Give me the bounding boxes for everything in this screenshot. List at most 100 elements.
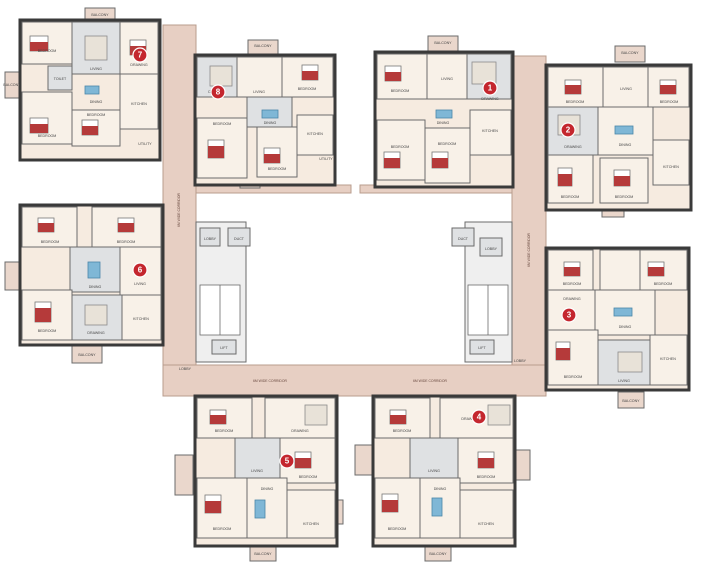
unit-1-number: 1	[488, 84, 493, 93]
unit-6-kitchen: KITCHEN	[133, 317, 149, 321]
unit-3-drawing: DRAWING	[563, 297, 580, 301]
unit-3-number: 3	[567, 311, 572, 320]
unit-8-number: 8	[216, 88, 221, 97]
unit-4-bedroom-3: BEDROOM	[388, 527, 407, 531]
core-left-lobby: LOBBY	[204, 237, 217, 241]
unit-2	[544, 45, 693, 218]
corridor-label-bottom-right: 6M WIDE CORRIDOR	[413, 379, 447, 383]
unit-2-balcony: BALCONY	[621, 51, 639, 55]
unit-1-balcony: BALCONY	[434, 41, 452, 45]
unit-1	[373, 35, 515, 189]
unit-5-drawing: DRAWING	[291, 429, 308, 433]
unit-7-number: 7	[138, 51, 143, 60]
unit-2-number: 2	[566, 126, 571, 135]
unit-4-number: 4	[477, 413, 482, 422]
unit-5-living: LIVING	[251, 469, 263, 473]
unit-8-living: LIVING	[253, 90, 265, 94]
unit-4-drawing: DRAWING	[461, 417, 478, 421]
unit-7-balcony-1: BALCONY	[91, 13, 109, 17]
unit-5-bedroom-2: BEDROOM	[299, 475, 318, 479]
core-right-lift: LIFT	[478, 346, 486, 350]
unit-4-bedroom-2: BEDROOM	[477, 475, 496, 479]
unit-4-bedroom-1: BEDROOM	[393, 429, 412, 433]
unit-1-drawing: DRAWING	[481, 97, 498, 101]
unit-1-dining: DINING	[437, 121, 450, 125]
unit-7-bedroom-1: BEDROOM	[38, 49, 57, 53]
corridor	[162, 24, 547, 397]
unit-5-balcony: BALCONY	[254, 552, 272, 556]
unit-3-balcony: BALCONY	[622, 399, 640, 403]
unit-6-balcony: BALCONY	[78, 353, 96, 357]
unit-2-kitchen: KITCHEN	[663, 165, 679, 169]
core-left	[195, 221, 251, 363]
unit-2-bedroom-1: BEDROOM	[566, 100, 585, 104]
unit-1-kitchen: KITCHEN	[482, 129, 498, 133]
unit-2-bedroom-2: BEDROOM	[660, 100, 679, 104]
unit-6-bedroom-2: BEDROOM	[117, 240, 136, 244]
unit-4-living: LIVING	[428, 469, 440, 473]
unit-3-bedroom-2: BEDROOM	[654, 282, 673, 286]
unit-4-kitchen: KITCHEN	[478, 522, 494, 526]
unit-8-utility: UTILITY	[319, 157, 333, 161]
unit-2-badge	[560, 122, 576, 138]
core-bottom-left-lobby: LOBBY	[179, 367, 192, 371]
unit-1-bedroom-1: BEDROOM	[391, 89, 410, 93]
unit-8-bedroom-3: BEDROOM	[268, 167, 287, 171]
unit-1-badge	[482, 80, 498, 96]
unit-8-badge	[210, 84, 226, 100]
unit-8-kitchen: KITCHEN	[307, 132, 323, 136]
unit-6-dining: DINING	[89, 285, 102, 289]
unit-5-number: 5	[285, 457, 290, 466]
unit-6-bedroom-1: BEDROOM	[41, 240, 60, 244]
unit-5-dining: DINING	[261, 487, 274, 491]
unit-5-badge	[279, 453, 295, 469]
unit-1-living: LIVING	[441, 77, 453, 81]
core-left-duct: DUCT	[234, 237, 245, 241]
unit-2-drawing: DRAWING	[564, 145, 581, 149]
unit-5-bedroom-3: BEDROOM	[213, 527, 232, 531]
core-left-lift: LIFT	[220, 346, 228, 350]
unit-3-living: LIVING	[618, 379, 630, 383]
unit-3-bedroom-1: BEDROOM	[563, 282, 582, 286]
unit-8-balcony: BALCONY	[254, 44, 272, 48]
core-right-duct: DUCT	[458, 237, 469, 241]
unit-1-bedroom-3: BEDROOM	[438, 142, 457, 146]
corridor-label-right: 6M WIDE CORRIDOR	[527, 233, 531, 267]
unit-3-dining: DINING	[619, 325, 632, 329]
unit-4-balcony: BALCONY	[429, 552, 447, 556]
unit-7-bedroom-3: BEDROOM	[87, 113, 106, 117]
unit-7-bedroom-2: BEDROOM	[38, 134, 57, 138]
unit-2-bedroom-4: BEDROOM	[615, 195, 634, 199]
unit-4-badge	[471, 409, 487, 425]
unit-8-bedroom-1: BEDROOM	[298, 87, 317, 91]
unit-8	[193, 39, 337, 189]
unit-6-living: LIVING	[134, 282, 146, 286]
unit-2-dining: DINING	[619, 143, 632, 147]
unit-6-bedroom-3: BEDROOM	[38, 329, 57, 333]
unit-4-dining: DINING	[434, 487, 447, 491]
unit-3-kitchen: KITCHEN	[660, 357, 676, 361]
unit-7-badge	[132, 47, 148, 63]
unit-6-number: 6	[138, 266, 143, 275]
unit-5	[174, 394, 344, 562]
unit-8-dining: DINING	[264, 121, 277, 125]
unit-7-kitchen: KITCHEN	[131, 102, 147, 106]
unit-7-dining: DINING	[90, 100, 103, 104]
corridor-label-bottom-left: 6M WIDE CORRIDOR	[253, 379, 287, 383]
unit-7	[4, 7, 162, 162]
unit-2-bedroom-3: BEDROOM	[561, 195, 580, 199]
unit-4	[354, 394, 531, 562]
core-bottom-right-lobby: LOBBY	[514, 359, 527, 363]
core-right-lobby: LOBBY	[485, 247, 498, 251]
unit-7-utility: UTILITY	[138, 142, 152, 146]
unit-3-badge	[561, 307, 577, 323]
unit-7-living: LIVING	[90, 67, 102, 71]
unit-3-bedroom-3: BEDROOM	[564, 375, 583, 379]
unit-5-bedroom-1: BEDROOM	[215, 429, 234, 433]
unit-2-living: LIVING	[620, 87, 632, 91]
unit-8-bedroom-2: BEDROOM	[213, 122, 232, 126]
unit-1-bedroom-2: BEDROOM	[391, 145, 410, 149]
unit-6-drawing: DRAWING	[87, 331, 104, 335]
unit-6-badge	[132, 262, 148, 278]
